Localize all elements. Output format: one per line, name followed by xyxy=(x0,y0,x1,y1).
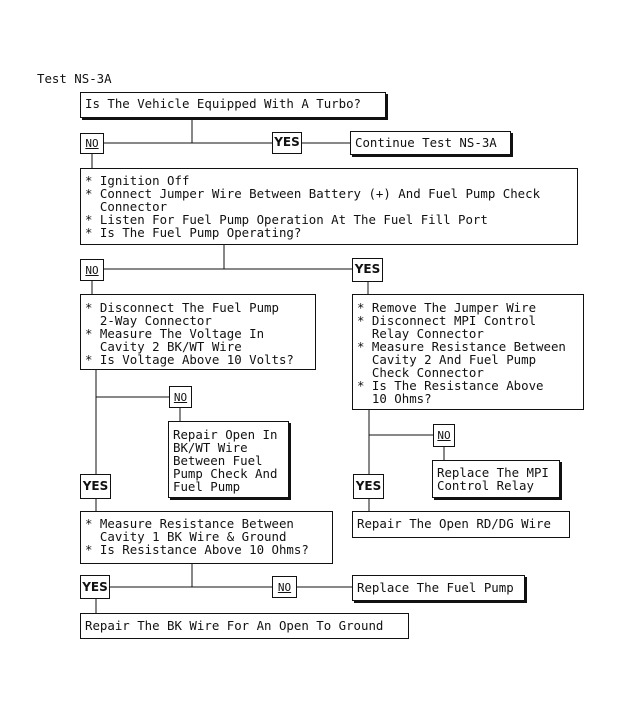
ignition-step-line-1: * Ignition Off xyxy=(85,173,190,188)
repair-open-line-5: Fuel Pump xyxy=(173,479,241,494)
replace-pump-box: Replace The Fuel Pump xyxy=(352,575,525,601)
repair-open-line-2: BK/WT Wire xyxy=(173,440,248,455)
voltage-yes-badge: YES xyxy=(80,474,111,499)
ignition-step-box: * Ignition Off * Connect Jumper Wire Bet… xyxy=(80,168,578,245)
resistance-step-line-7: * Is The Resistance Above xyxy=(357,378,544,393)
replace-relay-line-2: Control Relay xyxy=(437,478,534,493)
ground-resistance-line-3: * Is Resistance Above 10 Ohms? xyxy=(85,542,309,557)
voltage-step-line-5: * Is Voltage Above 10 Volts? xyxy=(85,352,294,367)
ground-resistance-no-badge: NO xyxy=(272,576,297,598)
turbo-yes-badge: YES xyxy=(272,132,302,154)
repair-open-line-4: Pump Check And xyxy=(173,466,278,481)
ignition-step-line-3: Connector xyxy=(85,199,168,214)
turbo-no-badge: NO xyxy=(80,133,104,154)
continue-test-box: Continue Test NS-3A xyxy=(350,131,511,155)
ignition-step-line-4: * Listen For Fuel Pump Operation At The … xyxy=(85,212,488,227)
ground-resistance-step-box: * Measure Resistance Between Cavity 1 BK… xyxy=(80,511,333,564)
resistance-step-line-6: Check Connector xyxy=(357,365,484,380)
resistance-step-line-4: * Measure Resistance Between xyxy=(357,339,566,354)
pump-operating-yes-badge: YES xyxy=(352,258,383,282)
replace-relay-box: Replace The MPI Control Relay xyxy=(432,460,560,498)
replace-pump-text: Replace The Fuel Pump xyxy=(357,580,514,595)
resistance-step-line-3: Relay Connector xyxy=(357,326,484,341)
resistance-step-line-2: * Disconnect MPI Control xyxy=(357,313,537,328)
resistance-step-line-8: 10 Ohms? xyxy=(357,391,432,406)
ignition-step-line-2: * Connect Jumper Wire Between Battery (+… xyxy=(85,186,541,201)
resistance-step-line-5: Cavity 2 And Fuel Pump xyxy=(357,352,537,367)
replace-relay-line-1: Replace The MPI xyxy=(437,465,549,480)
resistance-yes-badge: YES xyxy=(353,474,384,499)
ground-resistance-yes-badge: YES xyxy=(80,575,110,599)
repair-rddg-box: Repair The Open RD/DG Wire xyxy=(352,511,570,538)
turbo-question-box: Is The Vehicle Equipped With A Turbo? xyxy=(80,92,386,118)
continue-test-text: Continue Test NS-3A xyxy=(355,135,497,150)
repair-bk-text: Repair The BK Wire For An Open To Ground xyxy=(85,618,384,633)
test-title: Test NS-3A xyxy=(37,71,112,86)
pump-operating-no-badge: NO xyxy=(80,259,104,281)
resistance-no-badge: NO xyxy=(433,424,455,447)
voltage-no-badge: NO xyxy=(169,386,192,408)
repair-open-line-1: Repair Open In xyxy=(173,427,278,442)
voltage-step-box: * Disconnect The Fuel Pump 2-Way Connect… xyxy=(80,294,316,370)
voltage-step-line-2: 2-Way Connector xyxy=(85,313,212,328)
voltage-step-line-1: * Disconnect The Fuel Pump xyxy=(85,300,279,315)
resistance-step-box: * Remove The Jumper Wire * Disconnect MP… xyxy=(352,294,584,410)
repair-rddg-text: Repair The Open RD/DG Wire xyxy=(357,516,551,531)
repair-bk-box: Repair The BK Wire For An Open To Ground xyxy=(80,613,409,639)
ground-resistance-line-1: * Measure Resistance Between xyxy=(85,516,294,531)
repair-open-line-3: Between Fuel xyxy=(173,453,263,468)
ignition-step-line-5: * Is The Fuel Pump Operating? xyxy=(85,225,302,240)
voltage-step-line-4: Cavity 2 BK/WT Wire xyxy=(85,339,242,354)
repair-open-box: Repair Open In BK/WT Wire Between Fuel P… xyxy=(168,421,289,498)
turbo-question-text: Is The Vehicle Equipped With A Turbo? xyxy=(85,96,362,111)
ground-resistance-line-2: Cavity 1 BK Wire & Ground xyxy=(85,529,287,544)
resistance-step-line-1: * Remove The Jumper Wire xyxy=(357,300,537,315)
voltage-step-line-3: * Measure The Voltage In xyxy=(85,326,265,341)
